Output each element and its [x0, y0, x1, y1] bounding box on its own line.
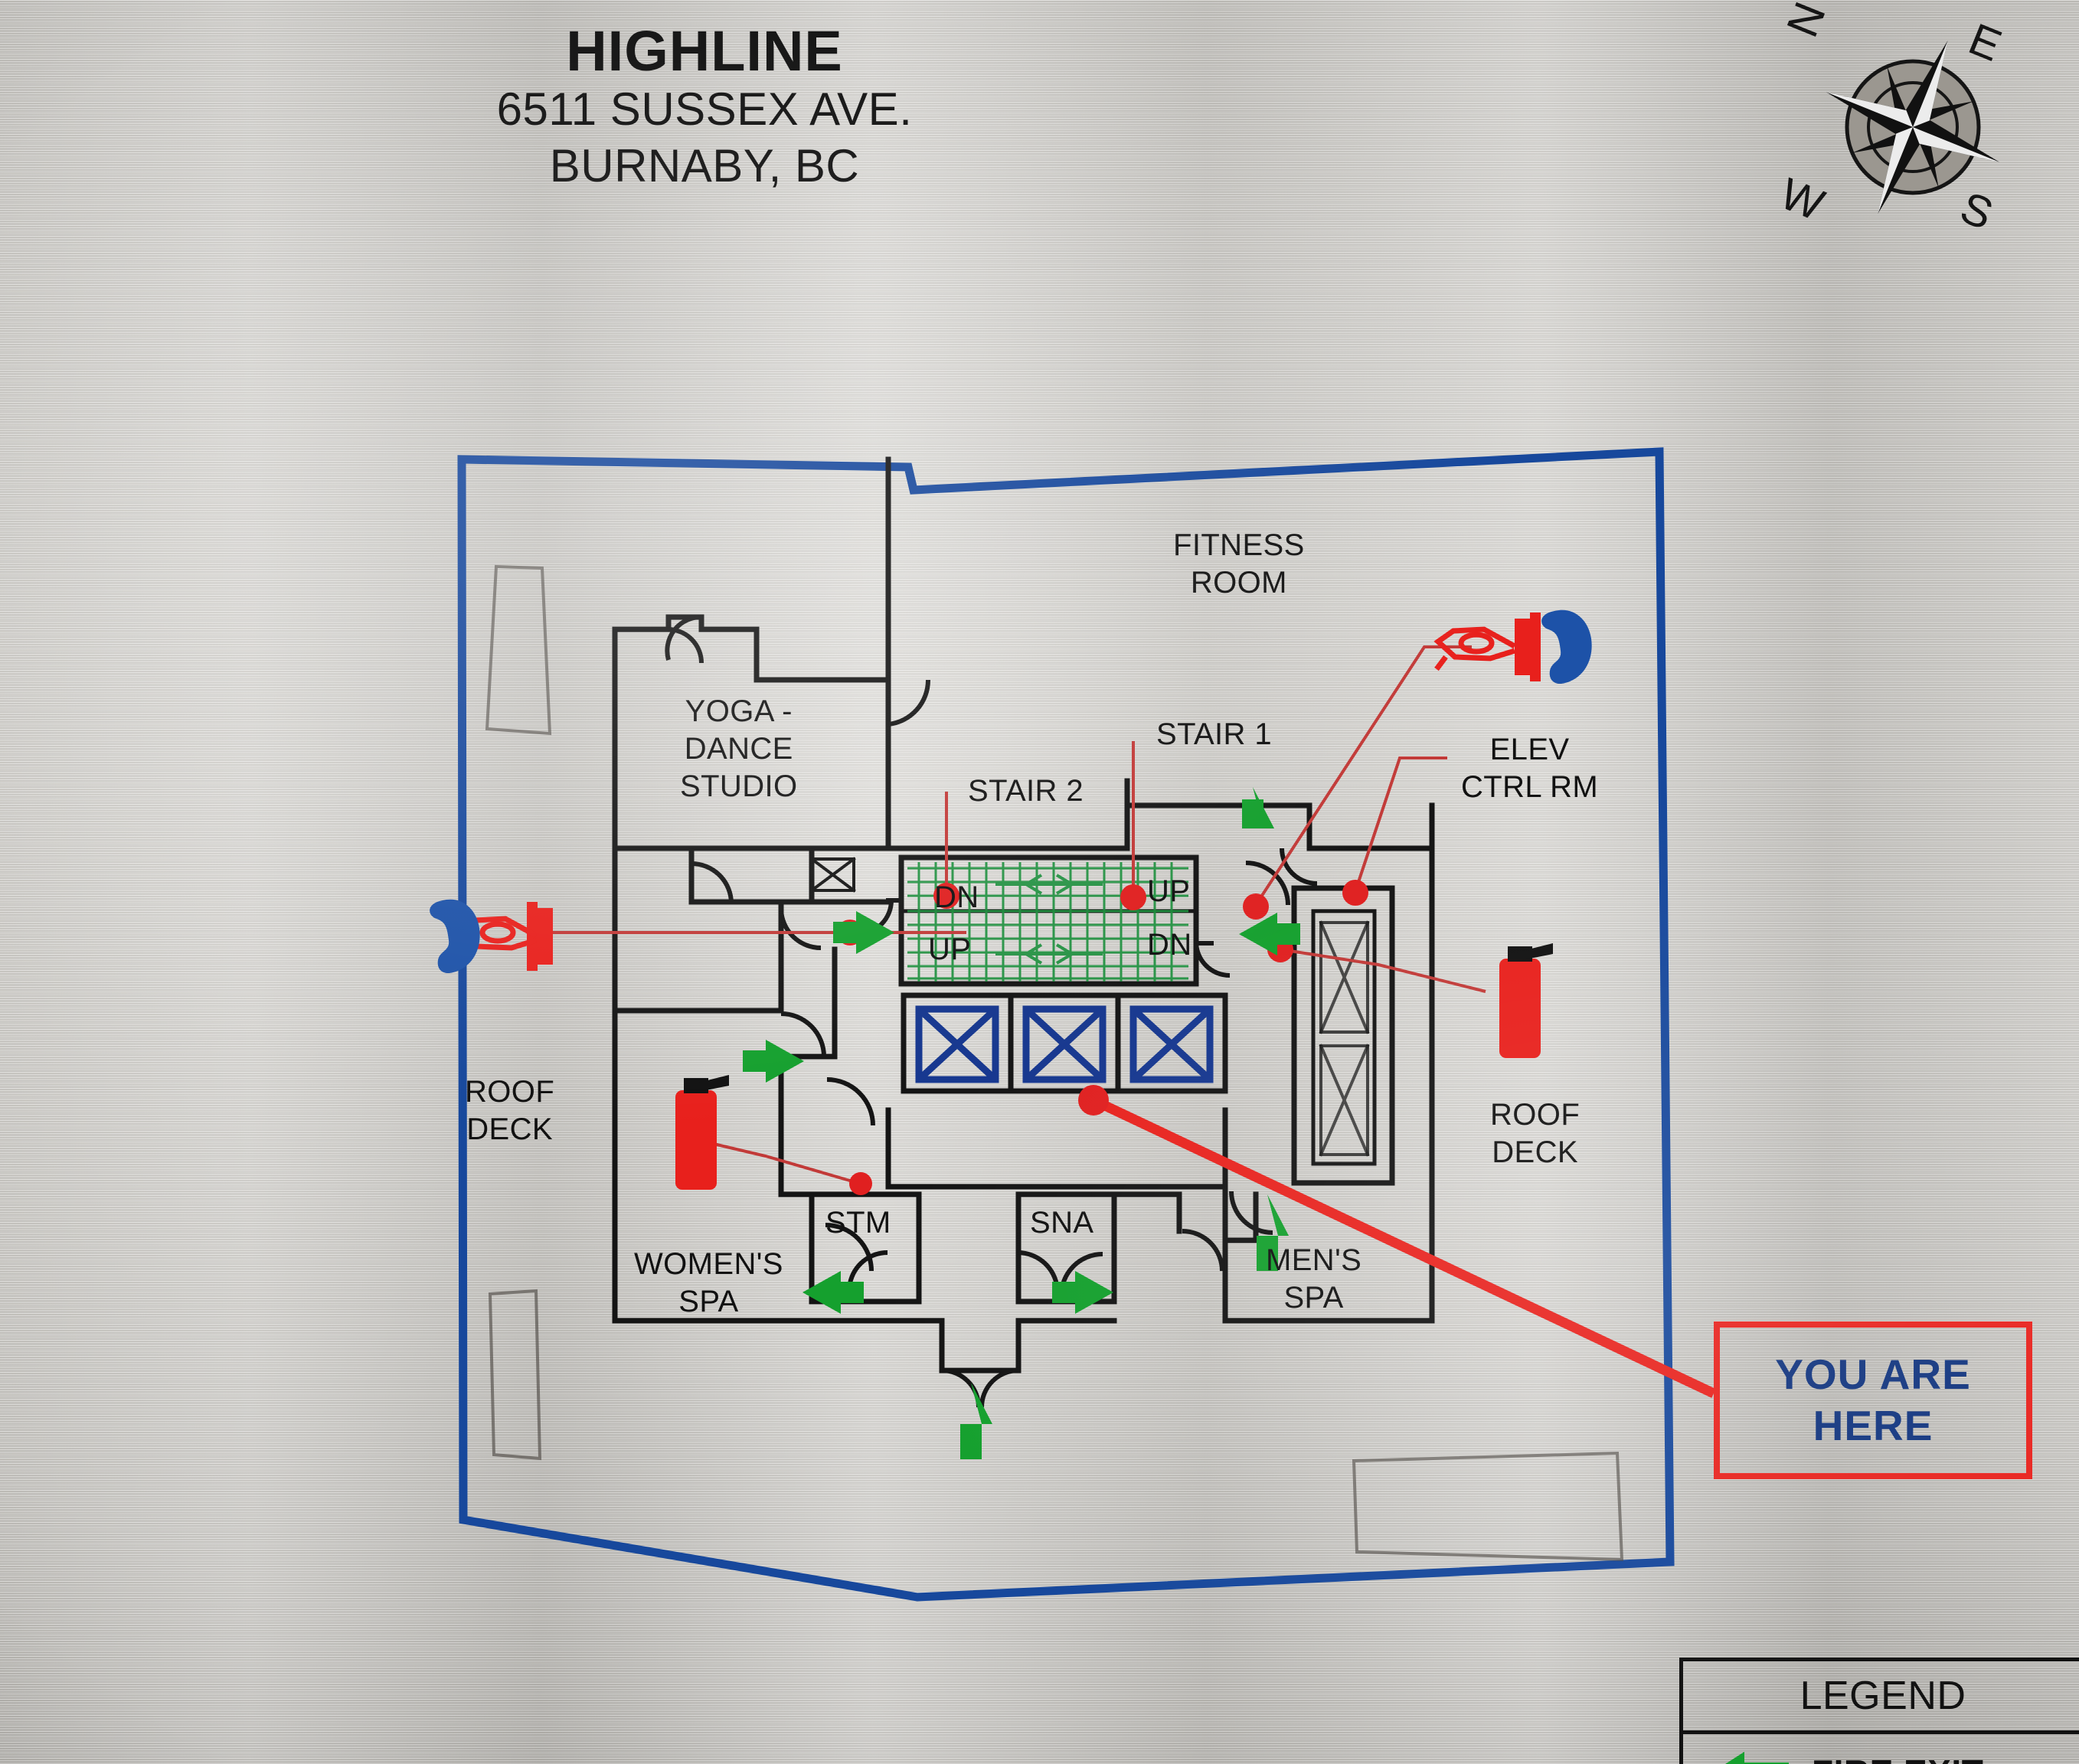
emergency-phone-west [430, 899, 480, 974]
exit-arrow-stair1-north [1231, 787, 1274, 828]
device-leader-lines [548, 645, 1486, 1184]
room-label-yoga-dance-studio: YOGA - DANCE STUDIO [680, 694, 798, 803]
device-marker-you-are-here [1078, 1085, 1109, 1116]
exit-arrow-core-east [1239, 913, 1300, 956]
device-marker-stair2-dn [933, 883, 959, 909]
exit-arrow-mens-spa [1246, 1194, 1289, 1271]
emergency-phone-east [1541, 609, 1592, 684]
room-label-roof-deck-west: ROOF DECK [465, 1075, 555, 1146]
room-label-stair-2: STAIR 2 [968, 774, 1084, 808]
address-line-1: 6511 SUSSEX AVE. [496, 83, 913, 136]
room-label-elev-ctrl-rm: ELEV CTRL RM [1461, 733, 1599, 804]
room-label-stm: STM [825, 1206, 891, 1240]
exit-arrows [743, 787, 1300, 1459]
you-are-here-line-1: YOU ARE [1775, 1350, 1971, 1398]
you-are-here-line-2: HERE [1813, 1402, 1934, 1449]
room-label-fitness-room: FITNESS ROOM [1173, 528, 1305, 599]
device-marker-extinguisher-west [849, 1172, 872, 1195]
sign-header: HIGHLINE 6511 SUSSEX AVE. BURNABY, BC [0, 21, 1409, 194]
legend-label-fire-exit: FIRE EXIT [1812, 1752, 1983, 1764]
room-label-mens-spa: MEN'S SPA [1266, 1243, 1362, 1315]
elevator-cars [915, 1005, 1214, 1083]
fire-extinguisher-east [1499, 943, 1553, 1058]
exit-arrow-west-hall [833, 911, 894, 954]
stair-run-hatch [907, 862, 1188, 982]
legend-row-fire-exit: FIRE EXIT [1683, 1734, 2079, 1764]
stair-label-stair2-up: UP [928, 933, 972, 966]
compass-rose: N E W S [1773, 0, 2052, 248]
exit-arrow-sna [1052, 1271, 1113, 1314]
device-marker-core-east [1243, 893, 1269, 920]
stair-label-stair2-dn: DN [934, 880, 979, 914]
green-exit-arrow-icon [1725, 1752, 1789, 1764]
property-outline [457, 447, 1675, 1602]
wall-lines [612, 456, 1435, 1374]
room-label-sna: SNA [1030, 1206, 1094, 1240]
stair-label-stair1-dn: DN [1147, 928, 1192, 962]
fire-extinguisher-west [675, 1075, 729, 1190]
device-marker-elev-ctrl [1342, 880, 1368, 906]
exit-arrow-mid-left [743, 1040, 804, 1083]
building-name: HIGHLINE [566, 19, 843, 83]
device-marker-stair1-up [1120, 884, 1146, 910]
you-are-here-box: YOU ARE HERE [1714, 1321, 2032, 1479]
address-line-2: BURNABY, BC [549, 139, 860, 191]
legend-title: LEGEND [1683, 1661, 2079, 1734]
exit-arrow-bottom [950, 1383, 992, 1459]
roof-deck-planters [485, 564, 1624, 1562]
room-label-womens-spa: WOMEN'S SPA [634, 1247, 783, 1318]
stair-label-stair1-up: UP [1147, 874, 1191, 908]
room-label-roof-deck-east: ROOF DECK [1490, 1098, 1580, 1169]
legend-box: LEGEND FIRE EXIT [1679, 1658, 2079, 1764]
you-are-here-leader-line [1091, 1096, 1716, 1398]
exit-arrow-womens-spa [803, 1271, 864, 1314]
room-label-stair-1: STAIR 1 [1156, 717, 1272, 751]
pull-station-east [1433, 612, 1541, 681]
